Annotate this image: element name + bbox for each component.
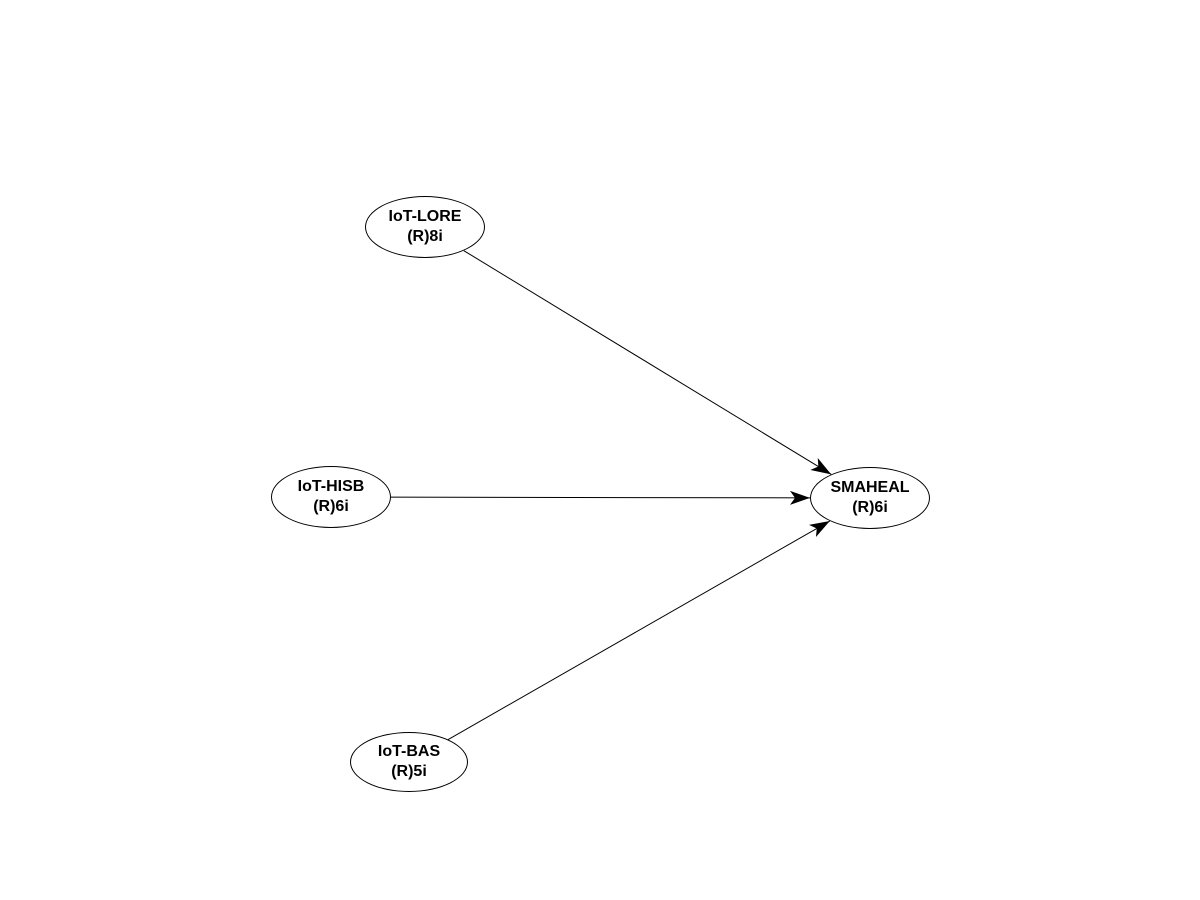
node-iot-hisb[interactable]: IoT-HISB (R)6i [271,466,391,528]
node-sublabel: (R)8i [407,228,443,245]
node-iot-bas[interactable]: IoT-BAS (R)5i [350,732,468,792]
node-label: SMAHEAL [830,479,910,496]
node-iot-lore[interactable]: IoT-LORE (R)8i [365,196,485,258]
node-sublabel: (R)6i [313,498,349,515]
node-sublabel: (R)6i [852,499,888,516]
node-sublabel: (R)5i [391,763,427,780]
edge-iot-lore-to-smaheal[interactable] [463,250,832,475]
node-label: IoT-HISB [297,478,365,495]
node-smaheal[interactable]: SMAHEAL (R)6i [810,467,930,529]
edge-iot-bas-to-smaheal[interactable] [447,520,831,741]
node-label: IoT-LORE [388,208,462,225]
edge-iot-hisb-to-smaheal[interactable] [390,490,811,505]
node-label: IoT-BAS [377,743,441,760]
